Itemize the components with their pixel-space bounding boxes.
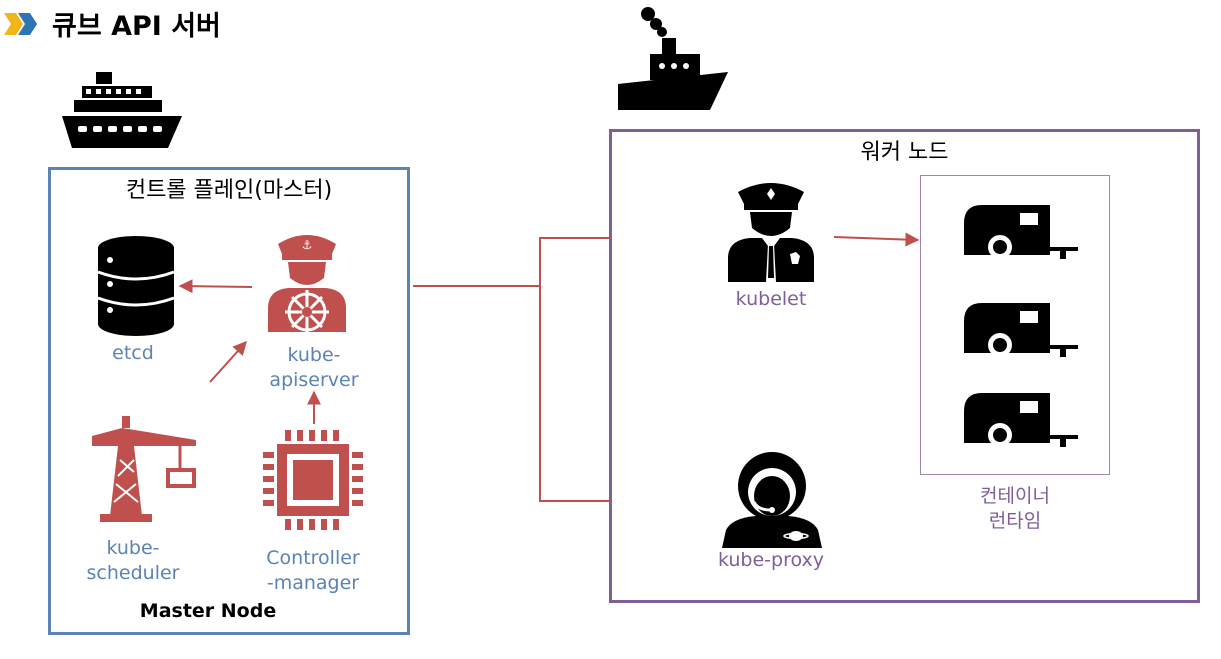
- camper-trailer-icon: [964, 303, 1078, 357]
- kube-proxy-label: kube-proxy: [717, 549, 825, 571]
- cpu-chip-icon: [263, 430, 363, 530]
- control-plane-box: [48, 167, 410, 635]
- cargo-ship-icon: [618, 7, 728, 110]
- slide-title: 큐브 API 서버: [52, 11, 221, 42]
- container-runtime-label: 컨테이너 런타임: [980, 485, 1050, 532]
- scheduler-label: kube- scheduler: [86, 537, 180, 584]
- kubelet-label: kubelet: [735, 288, 807, 310]
- controller-label: Controller -manager: [266, 547, 360, 594]
- arrow-scheduler-to-api: [209, 340, 247, 383]
- container-runtime-box: [920, 175, 1110, 475]
- police-officer-icon: [728, 183, 814, 282]
- apiserver-label: kube- apiserver: [269, 344, 359, 391]
- worker-node-title: 워커 노드: [860, 140, 949, 165]
- arrow-kubelet-to-runtime: [833, 232, 920, 247]
- etcd-label: etcd: [112, 342, 154, 364]
- link-bus-to-kubelet: [539, 237, 611, 502]
- chevron-logo-icon: [4, 13, 37, 35]
- cruise-ship-icon: [62, 72, 182, 148]
- astronaut-icon: [722, 452, 822, 548]
- database-icon: [97, 236, 175, 336]
- ship-captain-icon: ⚓: [268, 235, 346, 332]
- worker-node-box: [609, 129, 1200, 603]
- crane-icon: [92, 416, 196, 522]
- control-plane-title: 컨트롤 플레인(마스터): [125, 178, 333, 203]
- master-node-label: Master Node: [139, 600, 277, 622]
- arrow-api-to-etcd: [178, 279, 253, 294]
- camper-trailer-icon: [964, 393, 1078, 447]
- camper-trailer-icon: [964, 205, 1078, 259]
- svg-text:⚓: ⚓: [302, 238, 313, 252]
